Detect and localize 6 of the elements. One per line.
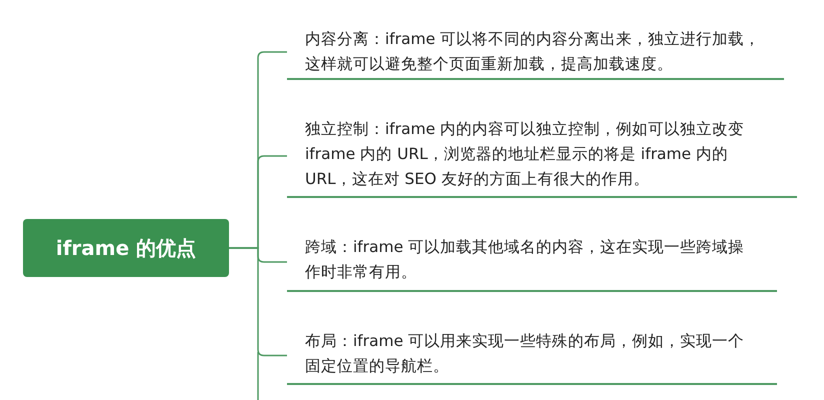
topic-box: iframe 的优点 xyxy=(23,219,229,277)
branch-text: 独立控制：iframe 内的内容可以独立控制，例如可以独立改变 iframe 内的 URL，浏览器的地址栏显示的将是 iframe 内的 URL，这在对 SEO 友好的方面上有很大的作用。 xyxy=(287,114,797,198)
branch-text: 内容分离：iframe 可以将不同的内容分离出来，独立进行加载，这样就可以避免整个页面重新加载，提高加载速度。 xyxy=(287,24,784,80)
branch-text: 布局：iframe 可以用来实现一些特殊的布局，例如，实现一个固定位置的导航栏。 xyxy=(287,326,777,385)
connector-line xyxy=(229,247,287,356)
branch-text: 跨域：iframe 可以加载其他域名的内容，这在实现一些跨域操作时非常有用。 xyxy=(287,232,777,292)
